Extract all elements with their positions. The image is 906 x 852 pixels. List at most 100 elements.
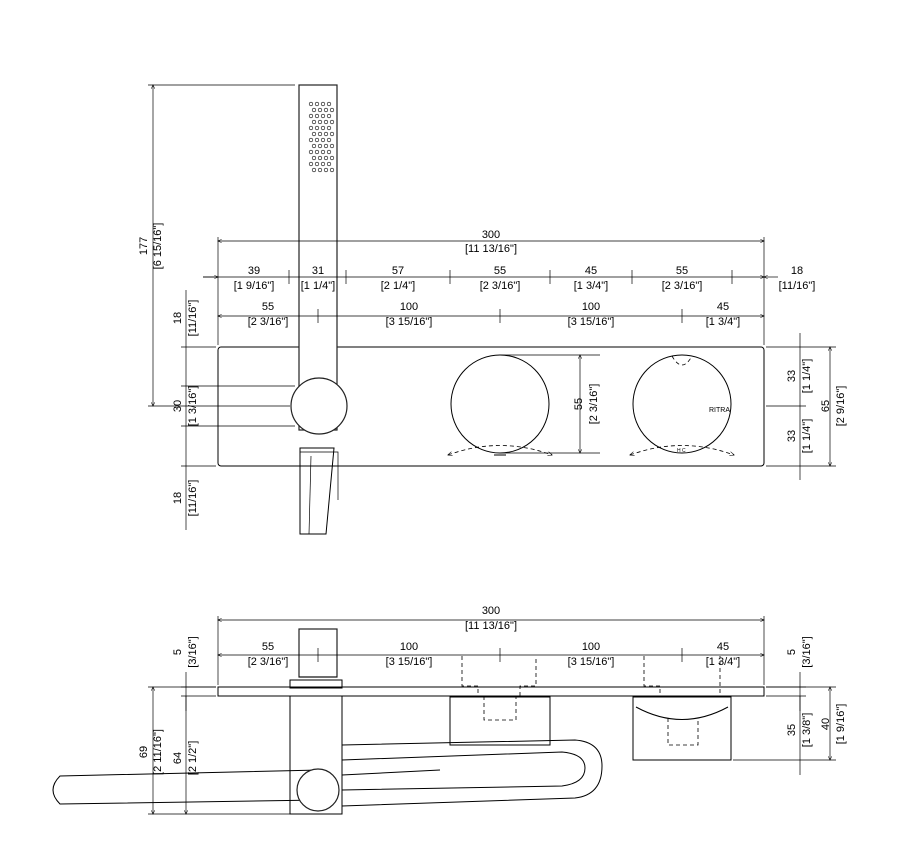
spray-nozzle xyxy=(323,167,329,173)
spray-nozzle xyxy=(308,149,314,155)
shower-hose xyxy=(341,739,603,807)
dim-top-69-mm: 69 xyxy=(138,746,150,758)
dim-v-30-mm: 30 xyxy=(172,400,184,412)
spray-nozzle xyxy=(314,149,320,155)
dim-top-35-mm: 35 xyxy=(786,724,798,736)
front-plate xyxy=(217,346,765,467)
spray-nozzle xyxy=(314,161,320,167)
spray-nozzle xyxy=(329,167,335,173)
spray-nozzle xyxy=(317,131,323,137)
spray-nozzle xyxy=(317,107,323,113)
spray-nozzle xyxy=(308,125,314,131)
spray-nozzle xyxy=(320,101,326,107)
dim-r-33b-in: [1 1/4"] xyxy=(801,419,813,453)
spray-nozzle xyxy=(308,113,314,119)
dim-r1-2-mm: 57 xyxy=(392,265,404,277)
dim-r2-3-mm: 45 xyxy=(717,301,729,313)
dim-r2-0-mm: 55 xyxy=(262,301,274,313)
dim-top-64-mm: 64 xyxy=(172,752,184,764)
dim-r1-1-mm: 31 xyxy=(312,265,324,277)
dim-r2-1-mm: 100 xyxy=(400,301,418,313)
dim-r2-0-in: [2 3/16"] xyxy=(248,316,289,328)
dim-v-18a-mm: 18 xyxy=(172,312,184,324)
dim-r2-2-mm: 100 xyxy=(582,301,600,313)
dim-top-40-mm: 40 xyxy=(820,718,832,730)
dim-r1-2-in: [2 1/4"] xyxy=(381,280,415,292)
dim-t-0-mm: 55 xyxy=(262,641,274,653)
thermostat-knob xyxy=(632,354,732,454)
spray-nozzle xyxy=(311,131,317,137)
spray-nozzle xyxy=(314,125,320,131)
spray-nozzle xyxy=(311,143,317,149)
dim-top-overall-in: [11 13/16"] xyxy=(465,620,517,632)
spray-nozzle xyxy=(308,161,314,167)
spray-nozzle xyxy=(320,161,326,167)
dim-r-65-mm: 65 xyxy=(820,400,832,412)
dim-r1-0-mm: 39 xyxy=(248,265,260,277)
dim-v-18b-mm: 18 xyxy=(172,492,184,504)
dim-r2-1-in: [3 15/16"] xyxy=(386,316,433,328)
spray-nozzle xyxy=(317,143,323,149)
spray-nozzle xyxy=(329,155,335,161)
dim-r-33b-mm: 33 xyxy=(786,430,798,442)
spray-nozzle xyxy=(317,155,323,161)
spray-nozzle xyxy=(329,119,335,125)
spray-nozzle xyxy=(326,101,332,107)
dim-r1-6-mm: 18 xyxy=(791,265,803,277)
spray-nozzle xyxy=(326,137,332,143)
knob-hc-mark: H C xyxy=(677,448,686,454)
dim-r1-4-mm: 45 xyxy=(585,265,597,277)
spray-nozzle xyxy=(323,107,329,113)
diverter-body xyxy=(449,696,551,746)
shower-wall-bracket xyxy=(289,695,343,815)
dim-v-18a-in: [11/16"] xyxy=(187,300,199,337)
spray-nozzle xyxy=(329,131,335,137)
dim-t-3-mm: 45 xyxy=(717,641,729,653)
spray-nozzle xyxy=(326,125,332,131)
spray-nozzle xyxy=(323,143,329,149)
dim-t-3-in: [1 3/4"] xyxy=(706,656,740,668)
dim-t-1-mm: 100 xyxy=(400,641,418,653)
spray-nozzle xyxy=(311,107,317,113)
dim-r1-0-in: [1 9/16"] xyxy=(234,280,275,292)
spray-nozzle xyxy=(308,137,314,143)
spray-nozzle xyxy=(326,149,332,155)
spray-nozzle xyxy=(323,155,329,161)
spray-nozzle xyxy=(311,167,317,173)
spray-nozzle xyxy=(320,125,326,131)
holder-knob xyxy=(290,377,348,435)
spray-nozzle xyxy=(323,119,329,125)
front-dim-row-2: 55 [2 3/16"] 100 [3 15/16"] 100 [3 15/16… xyxy=(218,301,764,328)
spray-nozzle xyxy=(308,101,314,107)
hand-shower xyxy=(290,84,348,535)
dim-r1-5-mm: 55 xyxy=(676,265,688,277)
spray-nozzle xyxy=(317,167,323,173)
dim-knob-mm: 55 xyxy=(573,398,585,410)
front-dim-row-1: 39 [1 9/16"] 31 [1 1/4"] 57 [2 1/4"] 55 … xyxy=(203,265,815,292)
spray-nozzle xyxy=(326,113,332,119)
dim-top-overall-mm: 300 xyxy=(482,605,500,617)
dim-r-33a-in: [1 1/4"] xyxy=(801,359,813,393)
dim-front-overall-mm: 300 xyxy=(482,229,500,241)
top-view: 300 [11 13/16"] 55 [2 3/16"] 100 [3 15/1… xyxy=(52,605,847,815)
front-view: RITRA H C 300 [11 13/16"] 39 [1 9/16"] 3… xyxy=(138,84,847,535)
thermostat-body xyxy=(632,696,732,761)
dim-front-overall-in: [11 13/16"] xyxy=(465,243,517,255)
dim-top-35-in: [1 3/8"] xyxy=(801,713,813,747)
dim-top-lthick-in: [3/16"] xyxy=(187,636,199,667)
dim-top-lthick-mm: 5 xyxy=(172,649,184,655)
top-plate xyxy=(217,686,765,697)
spray-nozzle xyxy=(320,149,326,155)
dim-v-18b-in: [11/16"] xyxy=(187,480,199,517)
spray-nozzle xyxy=(311,119,317,125)
dim-top-40-in: [1 9/16"] xyxy=(835,704,847,745)
spray-nozzle xyxy=(314,137,320,143)
spray-nozzle xyxy=(314,113,320,119)
spray-nozzle xyxy=(320,137,326,143)
brand-mark: RITRA xyxy=(709,407,730,414)
spray-nozzle xyxy=(329,107,335,113)
spray-nozzle xyxy=(329,143,335,149)
dim-top-69-in: [2 11/16"] xyxy=(152,729,164,775)
dim-top-rthick-mm: 5 xyxy=(786,649,798,655)
dim-t-2-in: [3 15/16"] xyxy=(568,656,615,668)
